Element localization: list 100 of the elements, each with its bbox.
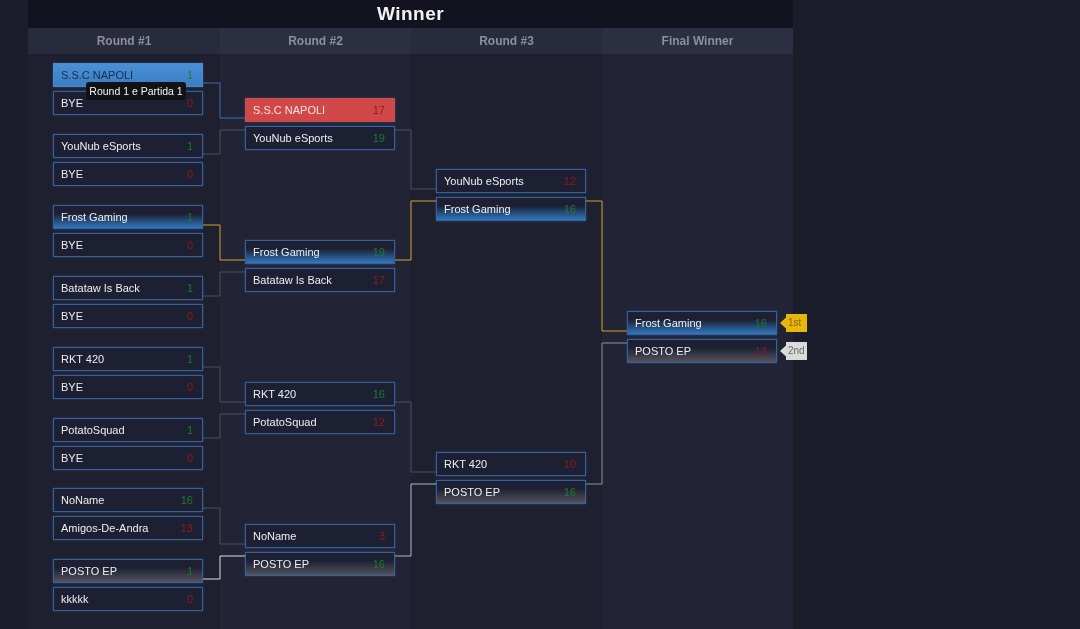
team-slot (53, 587, 203, 611)
team-name: POSTO EP (61, 564, 118, 579)
bracket-line (202, 82, 246, 119)
team-slot (436, 452, 586, 476)
team-name: BYE (61, 309, 83, 324)
bracket-line (202, 129, 246, 155)
team-name: YouNub eSports (253, 131, 333, 146)
team-name: YouNub eSports (444, 174, 524, 189)
team-name: Frost Gaming (253, 245, 320, 260)
team-slot (436, 480, 586, 504)
score: 16 (180, 493, 193, 508)
bracket-line (202, 271, 246, 297)
score: 1 (186, 423, 193, 438)
tooltip: Round 1 e Partida 1 (86, 82, 186, 100)
team-name: BYE (61, 451, 83, 466)
column-header: Final Winner (602, 28, 793, 54)
team-name: PotatoSquad (61, 423, 125, 438)
score: 16 (372, 557, 385, 572)
column-header: Round #1 (28, 28, 220, 54)
score: 17 (372, 103, 385, 118)
team-slot (53, 205, 203, 229)
team-slot (53, 162, 203, 186)
team-name: S.S.C NAPOLI (253, 103, 326, 118)
team-name: BYE (61, 380, 83, 395)
team-name: Amigos-De-Andra (61, 521, 149, 536)
round-column (220, 28, 411, 629)
score: 12 (563, 174, 576, 189)
team-slot (245, 524, 395, 548)
score: 1 (186, 139, 193, 154)
team-slot (245, 126, 395, 150)
team-slot (627, 311, 777, 335)
team-name: RKT 420 (444, 457, 488, 472)
score: 17 (372, 273, 385, 288)
score: 12 (372, 415, 385, 430)
team-name: RKT 420 (253, 387, 297, 402)
team-name: POSTO EP (635, 344, 692, 359)
column-header: Round #3 (411, 28, 602, 54)
team-name: Frost Gaming (444, 202, 511, 217)
bracket-line (394, 200, 437, 261)
score: 1 (186, 281, 193, 296)
bracket-line (202, 555, 246, 580)
team-slot (53, 446, 203, 470)
team-slot (245, 268, 395, 292)
team-name: Batataw Is Back (253, 273, 332, 288)
score: 0 (186, 451, 193, 466)
team-name: BYE (61, 96, 83, 111)
score: 19 (372, 245, 385, 260)
score: 1 (186, 210, 193, 225)
round-column (28, 28, 220, 629)
column-header: Round #2 (220, 28, 411, 54)
score: 0 (186, 96, 193, 111)
score: 16 (563, 485, 576, 500)
title: Winner (376, 3, 445, 25)
team-name: Batataw Is Back (61, 281, 140, 296)
bracket-line (394, 129, 437, 190)
score: 3 (378, 529, 385, 544)
team-slot (53, 276, 203, 300)
round-column (411, 28, 602, 629)
team-slot (627, 339, 777, 363)
bracket-line (394, 483, 437, 557)
bracket-line (202, 413, 246, 439)
team-name: NoName (253, 529, 297, 544)
team-slot (53, 559, 203, 583)
score: 16 (754, 316, 767, 331)
score: 13 (180, 521, 193, 536)
score: 1 (186, 352, 193, 367)
score: 0 (186, 380, 193, 395)
team-name: PotatoSquad (253, 415, 317, 430)
team-name: kkkkk (61, 592, 89, 607)
score: 16 (372, 387, 385, 402)
bracket-line (202, 224, 246, 261)
bracket-line (202, 507, 246, 545)
bracket-line (585, 200, 628, 332)
team-slot (245, 240, 395, 264)
team-name: RKT 420 (61, 352, 105, 367)
score: 0 (186, 167, 193, 182)
team-slot (53, 516, 203, 540)
team-slot (53, 347, 203, 371)
team-slot (53, 418, 203, 442)
team-slot (53, 375, 203, 399)
team-name: BYE (61, 238, 83, 253)
score: 0 (186, 592, 193, 607)
score: 1 (186, 564, 193, 579)
team-name: Frost Gaming (635, 316, 702, 331)
score: 1 (186, 68, 193, 83)
team-name: BYE (61, 167, 83, 182)
team-name: Frost Gaming (61, 210, 128, 225)
team-slot (436, 169, 586, 193)
team-slot (53, 134, 203, 158)
team-name: YouNub eSports (61, 139, 141, 154)
team-slot (436, 197, 586, 221)
score: 13 (754, 344, 767, 359)
team-name: POSTO EP (253, 557, 310, 572)
team-slot (245, 382, 395, 406)
score: 0 (186, 238, 193, 253)
team-slot (53, 488, 203, 512)
bracket-line (202, 366, 246, 403)
score: 10 (563, 457, 576, 472)
bracket-line (394, 401, 437, 473)
team-slot (245, 552, 395, 576)
